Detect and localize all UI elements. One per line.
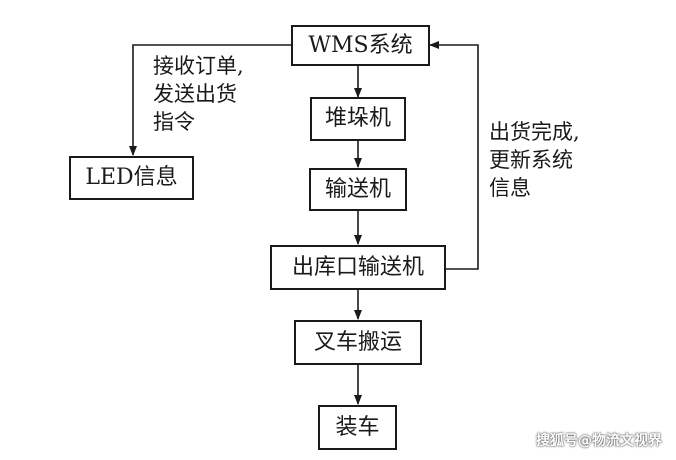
arrow-wms-to-led	[129, 44, 291, 156]
node-led-info: LED信息	[69, 156, 194, 200]
node-conveyor: 输送机	[309, 168, 407, 211]
edge-label-line: 出货完成,	[489, 120, 580, 144]
node-wms-system: WMS系统	[291, 25, 430, 66]
watermark: 搜狐号@物流文视界	[536, 433, 662, 449]
node-forklift: 叉车搬运	[294, 320, 422, 365]
edge-label-line: 更新系统	[489, 148, 573, 172]
edge-label-line: 发送出货	[153, 82, 237, 106]
edge-label-to-led: 接收订单, 发送出货 指令	[153, 52, 244, 136]
node-stacker: 堆垛机	[310, 97, 406, 141]
node-exit-conveyor: 出库口输送机	[270, 245, 446, 290]
node-loading: 装车	[318, 405, 397, 450]
edge-label-line: 接收订单,	[153, 54, 244, 78]
arrow-exit-to-wms	[429, 41, 479, 270]
edge-label-line: 指令	[153, 110, 195, 134]
edge-label-line: 信息	[489, 176, 531, 200]
edge-label-feedback: 出货完成, 更新系统 信息	[489, 118, 580, 202]
